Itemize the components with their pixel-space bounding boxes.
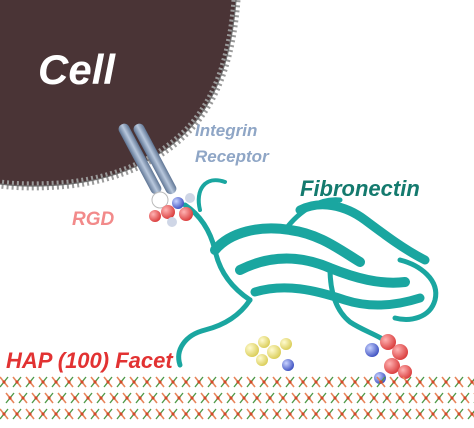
integrin-receptor xyxy=(118,123,177,195)
yellow-binding-residues xyxy=(245,336,294,371)
hap-facet-label: HAP (100) Facet xyxy=(6,348,174,373)
integrin-label-line2: Receptor xyxy=(195,147,270,166)
hap-crystal-lattice xyxy=(0,376,474,420)
red-binding-residues xyxy=(365,334,412,384)
rgd-motif-atoms xyxy=(149,191,195,227)
integrin-subunit-beta xyxy=(133,123,177,195)
fibronectin-ribbon xyxy=(176,178,439,368)
cell-body xyxy=(0,0,241,191)
rgd-label: RGD xyxy=(72,209,115,230)
fibronectin-label: Fibronectin xyxy=(300,176,420,201)
integrin-label-line1: Integrin xyxy=(195,121,257,140)
integrin-subunit-alpha xyxy=(118,123,162,195)
cell-label: Cell xyxy=(38,46,116,93)
